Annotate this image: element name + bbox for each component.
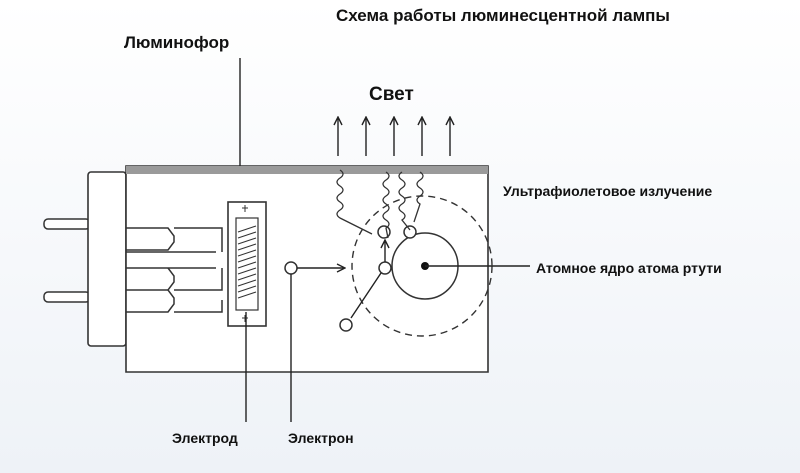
lead-wires xyxy=(126,227,223,313)
lamp-pin-bottom xyxy=(43,291,91,303)
nucleus-label: Атомное ядро атома ртути xyxy=(536,260,722,276)
atom-electron-right xyxy=(403,225,417,239)
lamp-pins xyxy=(43,218,91,303)
phosphor-coating xyxy=(126,166,488,174)
electrode-label: Электрод xyxy=(172,430,238,446)
ejected-electron xyxy=(339,318,353,332)
light-arrows xyxy=(338,118,450,156)
electrode xyxy=(227,201,267,327)
filament-coil xyxy=(237,225,257,299)
uv-label: Ультрафиолетовое излучение xyxy=(503,183,713,199)
phosphor-label: Люминофор xyxy=(124,33,230,52)
light-label: Свет xyxy=(369,84,414,105)
atom-electron-mid xyxy=(378,261,392,275)
diagram-title: Схема работы люминесцентной лампы xyxy=(336,6,670,25)
lamp-pin-top xyxy=(43,218,91,230)
leader-lines xyxy=(239,58,530,422)
uv-waves xyxy=(336,169,424,239)
free-electron-dot xyxy=(284,261,298,275)
lamp-end-cap xyxy=(87,171,127,347)
electron-label: Электрон xyxy=(288,430,354,446)
